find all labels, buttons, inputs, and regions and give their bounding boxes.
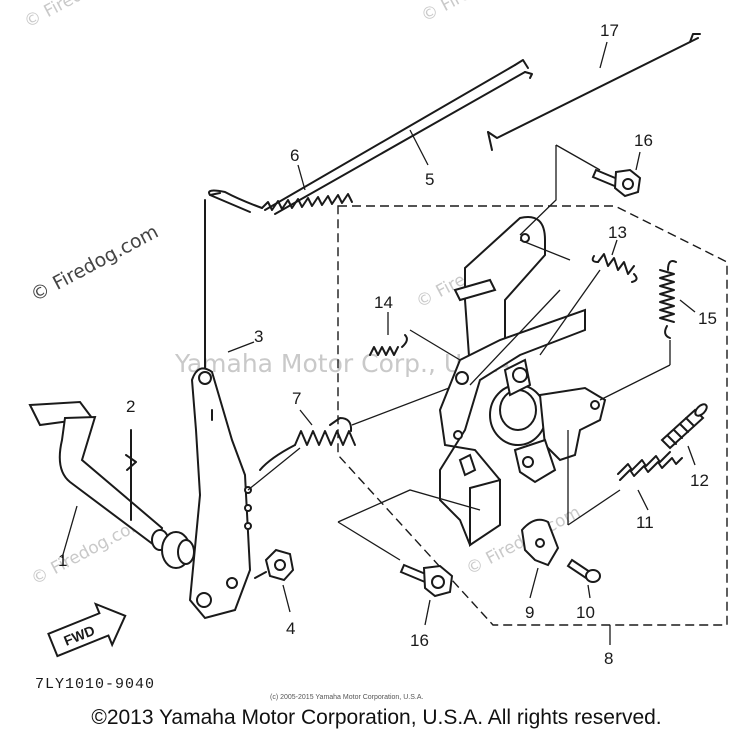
screw-10 <box>566 558 601 599</box>
part-label-14: 14 <box>374 293 393 312</box>
part-label-1: 1 <box>58 551 67 570</box>
part-label-6: 6 <box>290 146 299 165</box>
spring-11 <box>567 430 683 526</box>
part-label-12: 12 <box>690 471 709 490</box>
part-label-16-upper: 16 <box>634 131 653 150</box>
watermark-top-left: © Firedog.com <box>21 0 142 32</box>
nut-4 <box>254 548 295 613</box>
part-label-5: 5 <box>425 170 434 189</box>
part-label-4: 4 <box>286 619 295 638</box>
drawing-code: 7LY1010-9040 <box>35 676 155 693</box>
clip-9 <box>520 518 560 599</box>
part-label-17: 17 <box>600 21 619 40</box>
rod-17 <box>487 33 701 151</box>
spring-14 <box>369 312 461 361</box>
part-label-8: 8 <box>604 649 613 668</box>
lever-assembly <box>489 358 607 484</box>
collar <box>161 531 195 569</box>
watermark-top-right: © Firedog.com <box>418 0 539 26</box>
part-label-7: 7 <box>292 389 301 408</box>
bolt-16-upper <box>519 144 642 236</box>
bracket-plate <box>438 216 586 547</box>
fwd-arrow: FWD <box>47 602 127 658</box>
part-label-11: 11 <box>636 513 654 532</box>
spring-13 <box>539 239 638 356</box>
screw-12 <box>660 403 708 466</box>
part-number-labels: 1 2 3 4 5 6 7 8 9 10 11 12 13 14 15 16 1… <box>58 21 717 668</box>
spring-15 <box>599 260 696 401</box>
pedal-1 <box>28 400 169 559</box>
part-label-2: 2 <box>126 397 135 416</box>
spring-6 <box>208 164 353 213</box>
part-label-9: 9 <box>525 603 534 622</box>
part-label-13: 13 <box>608 223 627 242</box>
watermark-mid-left: © Firedog.com <box>27 221 162 307</box>
bolt-16-lower <box>337 489 481 626</box>
pin-2 <box>125 429 137 521</box>
leader-lines <box>469 239 571 386</box>
footer-copyright: ©2013 Yamaha Motor Corporation, U.S.A. A… <box>91 706 662 729</box>
small-copyright: (c) 2005-2015 Yamaha Motor Corporation, … <box>270 694 423 701</box>
part-label-15: 15 <box>698 309 717 328</box>
part-label-16-lower: 16 <box>410 631 429 650</box>
part-label-10: 10 <box>576 603 595 622</box>
lever-3 <box>188 199 301 620</box>
part-label-3: 3 <box>254 327 263 346</box>
cable-rods-5 <box>264 59 533 215</box>
